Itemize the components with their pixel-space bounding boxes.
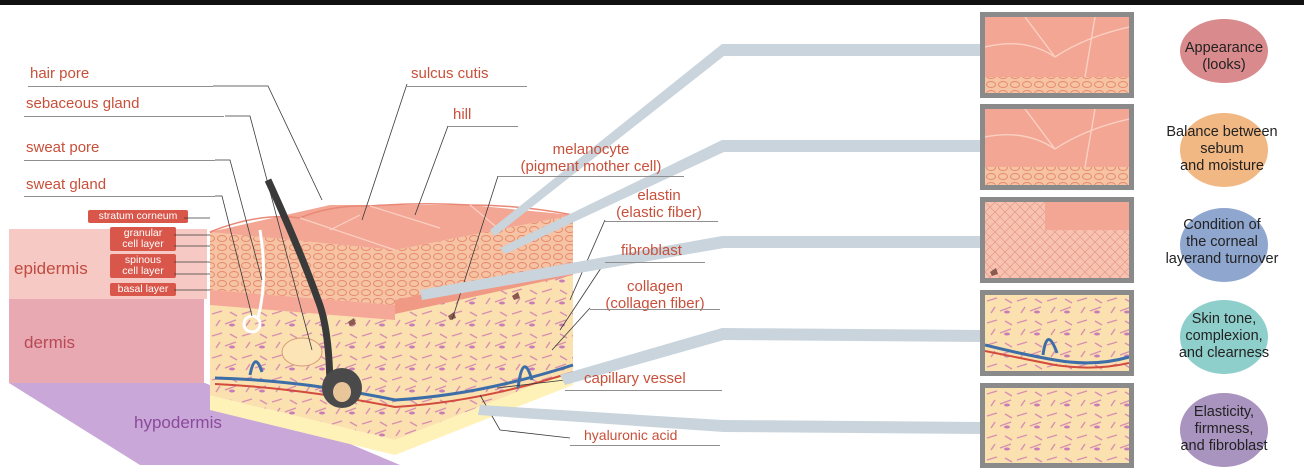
function-line: Condition of [1183, 217, 1260, 233]
function-line: Skin tone, [1192, 311, 1257, 327]
sebaceous-gland-underline [24, 116, 224, 117]
function-text-skin-tone: Skin tone, complexion, and clearness [1144, 311, 1304, 362]
thumbnail-elasticity [980, 383, 1134, 468]
function-line: and fibroblast [1180, 438, 1267, 454]
melanocyte-underline [498, 176, 684, 177]
function-text-corneal: Condition of the corneal layerand turnov… [1140, 217, 1304, 268]
thumbnail-corneal [980, 197, 1134, 283]
function-line: complexion, [1185, 328, 1262, 344]
fibroblast-label: fibroblast [621, 242, 682, 259]
thumbnail-skin-tone-art [985, 295, 1129, 371]
collagen-text: collagen [627, 278, 683, 295]
elastin-underline [605, 221, 718, 222]
elastin-text: elastin [637, 187, 680, 204]
melanocyte-text: melanocyte [553, 141, 630, 158]
sulcus-cutis-label: sulcus cutis [411, 65, 489, 82]
function-line: sebum [1200, 141, 1244, 157]
sebaceous-gland-label: sebaceous gland [26, 95, 139, 112]
melanocyte-label: melanocyte (pigment mother cell) [496, 141, 686, 175]
thumbnail-skin-tone [980, 290, 1134, 376]
hyaluronic-acid-underline [570, 445, 720, 446]
function-text-balance: Balance between sebum and moisture [1140, 124, 1304, 175]
function-line: (looks) [1202, 57, 1246, 73]
function-line: firmness, [1195, 421, 1254, 437]
function-line: layerand turnover [1166, 251, 1279, 267]
hill-label: hill [453, 106, 471, 123]
sweat-gland-label: sweat gland [26, 176, 106, 193]
function-line: Balance between [1166, 124, 1277, 140]
function-line: the corneal [1186, 234, 1258, 250]
thumbnail-surface [980, 12, 1134, 98]
hair-pore-underline [28, 86, 213, 87]
sweat-pore-underline [24, 160, 215, 161]
thumbnail-sebum-art [985, 109, 1129, 185]
sulcus-cutis-underline [407, 86, 527, 87]
hyaluronic-acid-label: hyaluronic acid [584, 427, 677, 444]
function-text-appearance: Appearance (looks) [1144, 40, 1304, 74]
function-line: Elasticity, [1194, 404, 1254, 420]
function-line: and clearness [1179, 345, 1269, 361]
function-line: Appearance [1185, 40, 1263, 56]
sweat-gland-underline [24, 196, 215, 197]
elastin-sub-text: (elastic fiber) [616, 204, 702, 221]
thumbnail-corneal-art [985, 202, 1129, 278]
function-text-elasticity: Elasticity, firmness, and fibroblast [1144, 404, 1304, 455]
elastin-label: elastin (elastic fiber) [600, 187, 718, 221]
thumbnail-sebum [980, 104, 1134, 190]
thumbnail-surface-art [985, 17, 1129, 93]
sweat-pore-label: sweat pore [26, 139, 99, 156]
hair-pore-label: hair pore [30, 65, 89, 82]
hill-underline [448, 126, 518, 127]
fibroblast-underline [605, 262, 705, 263]
collagen-underline [590, 309, 720, 310]
capillary-vessel-label: capillary vessel [584, 370, 686, 387]
collagen-label: collagen (collagen fiber) [585, 278, 725, 312]
function-line: and moisture [1180, 158, 1264, 174]
melanocyte-sub-text: (pigment mother cell) [521, 158, 662, 175]
capillary-vessel-underline [565, 390, 722, 391]
thumbnail-elasticity-art [985, 388, 1129, 463]
